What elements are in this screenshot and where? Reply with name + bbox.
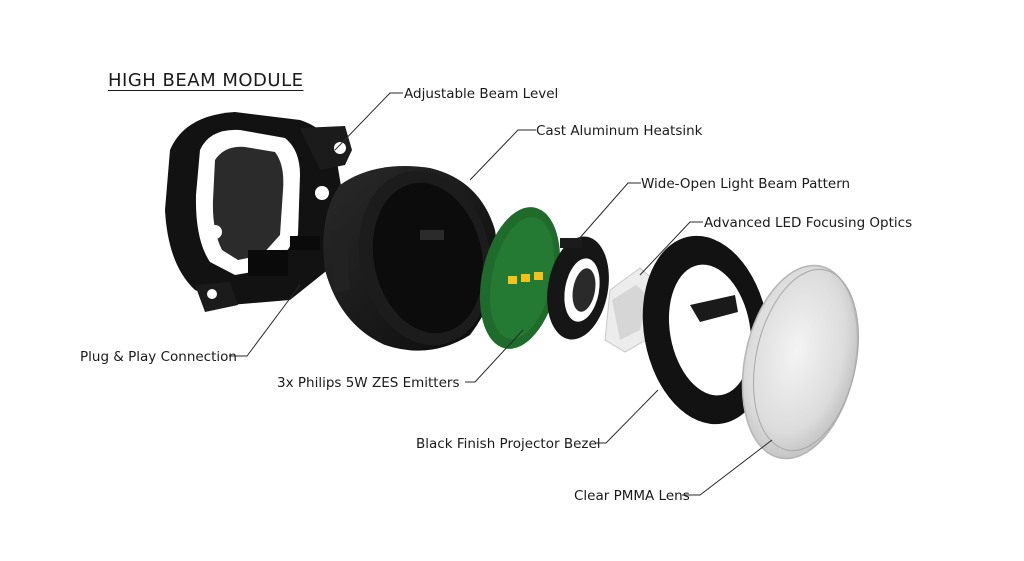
label-adjustable-beam-level: Adjustable Beam Level [404, 86, 559, 102]
projector-bezel [642, 235, 770, 425]
leader-adjustable [334, 92, 403, 151]
label-cast-aluminum-heatsink: Cast Aluminum Heatsink [536, 123, 703, 139]
led-emitter [534, 272, 543, 280]
label-plug-and-play-connection: Plug & Play Connection [80, 349, 237, 365]
leader-heatsink [469, 129, 536, 181]
leader-lines [229, 92, 773, 496]
leader-optics [639, 221, 703, 276]
label-black-finish-projector-bezel: Black Finish Projector Bezel [416, 436, 601, 452]
leader-wide-open [577, 182, 641, 241]
label-philips-emitters: 3x Philips 5W ZES Emitters [277, 375, 460, 391]
clear-lens [741, 264, 860, 460]
leader-bezel [596, 389, 659, 444]
led-emitter [521, 274, 530, 282]
label-clear-pmma-lens: Clear PMMA Lens [574, 488, 690, 504]
label-wide-open-light-beam-pattern: Wide-Open Light Beam Pattern [641, 176, 851, 192]
led-pcb [479, 207, 561, 349]
leader-lens [682, 439, 773, 496]
housing-bracket [165, 112, 352, 312]
diagram-title: HIGH BEAM MODULE [108, 70, 304, 91]
label-advanced-led-focusing-optics: Advanced LED Focusing Optics [704, 215, 913, 231]
leader-emitters [465, 329, 524, 383]
led-emitter [508, 276, 517, 284]
leader-plug [229, 284, 301, 357]
heatsink [323, 166, 498, 351]
reflector [547, 236, 609, 340]
